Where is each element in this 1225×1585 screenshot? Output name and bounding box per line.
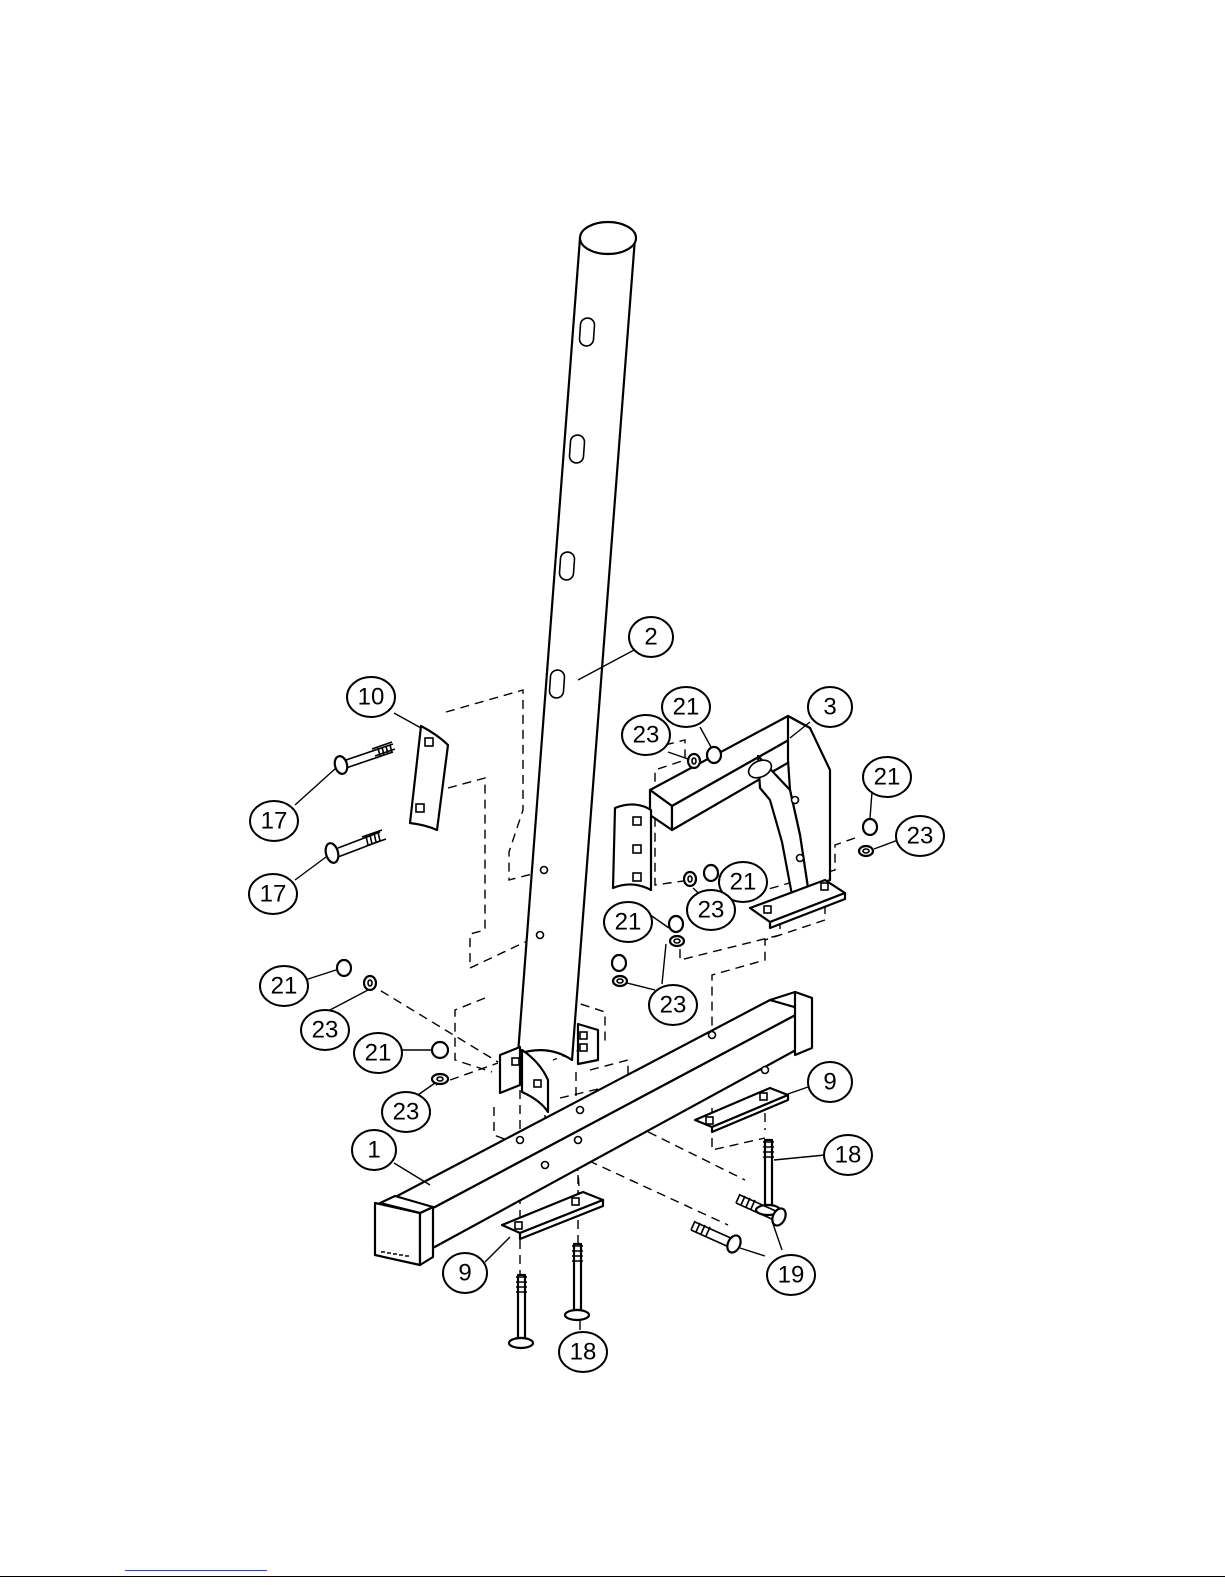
callout-23-mid: 23 bbox=[687, 890, 735, 930]
callout-2: 2 bbox=[629, 617, 673, 657]
callout-18-right: 18 bbox=[824, 1135, 872, 1175]
callout-21-mid-label: 21 bbox=[730, 869, 757, 896]
callout-21-lower-label: 21 bbox=[365, 1040, 392, 1067]
callout-21-top: 21 bbox=[662, 687, 710, 727]
part-18-bolt-bottom-b bbox=[565, 1244, 589, 1320]
callout-21-left: 21 bbox=[260, 966, 308, 1006]
callout-17-a-label: 17 bbox=[261, 808, 288, 835]
callout-1-label: 1 bbox=[367, 1137, 380, 1164]
callout-23-lower: 23 bbox=[382, 1092, 430, 1132]
callout-23-right: 23 bbox=[896, 816, 944, 856]
callout-21-right: 21 bbox=[863, 757, 911, 797]
callout-1: 1 bbox=[352, 1130, 396, 1170]
callout-23-center-label: 23 bbox=[660, 992, 687, 1019]
callout-23-left: 23 bbox=[301, 1010, 349, 1050]
callout-17-b: 17 bbox=[249, 874, 297, 914]
callout-19: 19 bbox=[767, 1255, 815, 1295]
part-17-bolts-lower bbox=[324, 830, 386, 864]
callout-9-right-label: 9 bbox=[823, 1069, 836, 1096]
callout-10: 10 bbox=[347, 677, 395, 717]
callout-23-mid-label: 23 bbox=[698, 897, 725, 924]
callout-10-label: 10 bbox=[358, 684, 385, 711]
callout-18-bottom-label: 18 bbox=[570, 1339, 597, 1366]
callout-18-bottom: 18 bbox=[559, 1332, 607, 1372]
callout-3-label: 3 bbox=[823, 694, 836, 721]
part-17-bolts-upper bbox=[333, 742, 395, 775]
callout-21-top-label: 21 bbox=[673, 694, 700, 721]
callout-23-center: 23 bbox=[649, 985, 697, 1025]
part-18-bolt-bottom-a bbox=[509, 1275, 533, 1348]
callout-23-top: 23 bbox=[622, 715, 670, 755]
callout-19-label: 19 bbox=[778, 1262, 805, 1289]
callout-9-left: 9 bbox=[443, 1253, 487, 1293]
callout-3: 3 bbox=[808, 687, 852, 727]
callout-21-right-label: 21 bbox=[874, 764, 901, 791]
callout-21-lower: 21 bbox=[354, 1033, 402, 1073]
callout-17-b-label: 17 bbox=[260, 881, 287, 908]
footer-rule bbox=[0, 1576, 1225, 1577]
callout-21-left-label: 21 bbox=[271, 973, 298, 1000]
callout-9-left-label: 9 bbox=[458, 1260, 471, 1287]
callout-23-right-label: 23 bbox=[907, 823, 934, 850]
callout-21-center: 21 bbox=[604, 902, 652, 942]
callout-23-lower-label: 23 bbox=[393, 1099, 420, 1126]
callout-21-center-label: 21 bbox=[615, 909, 642, 936]
callout-18-right-label: 18 bbox=[835, 1142, 862, 1169]
callout-9-right: 9 bbox=[808, 1062, 852, 1102]
callout-2-label: 2 bbox=[644, 624, 657, 651]
callout-17-a: 17 bbox=[250, 801, 298, 841]
callout-23-left-label: 23 bbox=[312, 1017, 339, 1044]
footer-link-underline[interactable] bbox=[125, 1570, 267, 1571]
callout-23-top-label: 23 bbox=[633, 722, 660, 749]
part-10-saddle-plate bbox=[410, 726, 448, 830]
